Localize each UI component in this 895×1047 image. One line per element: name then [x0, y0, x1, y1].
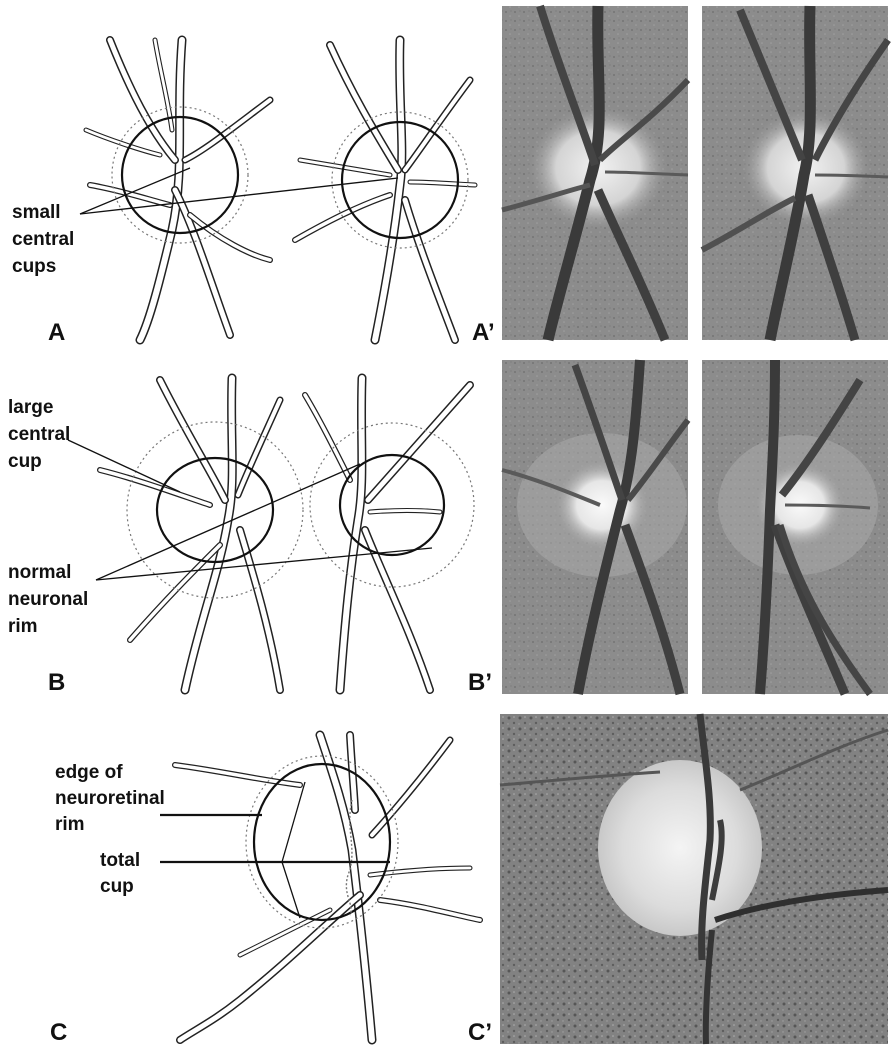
panel-letter-c: C: [50, 1019, 67, 1046]
leader-total-cup-lower: [282, 862, 300, 918]
label-small-line-1: small: [12, 202, 61, 223]
panel-a-drawing-left: [86, 40, 270, 340]
leader-large-cup: [68, 440, 180, 492]
photo-b-right: [702, 360, 888, 694]
label-large-line-2: central: [8, 424, 70, 445]
label-large-central-cup: large central cup: [8, 397, 180, 492]
panel-letter-b-prime: B’: [468, 669, 492, 696]
panel-letter-a-prime: A’: [472, 319, 495, 346]
leader-total-cup-upper: [282, 782, 305, 862]
photo-b-left: [502, 360, 688, 694]
label-large-line-3: cup: [8, 451, 42, 472]
label-edge-line-1: edge of: [55, 762, 123, 783]
label-rim-line-2: neuronal: [8, 589, 88, 610]
label-rim-line-3: rim: [8, 616, 38, 637]
panel-letter-b: B: [48, 669, 65, 696]
label-total-line-2: cup: [100, 876, 134, 897]
photo-c: [500, 714, 888, 1044]
panel-a-drawing-right: [295, 40, 475, 340]
photo-a-right: [702, 6, 888, 340]
disc-outline-c: [254, 764, 390, 920]
label-total-line-1: total: [100, 850, 140, 871]
panel-letter-a: A: [48, 319, 65, 346]
panel-c-drawing: [175, 735, 480, 1040]
vessels-c: [175, 735, 480, 1040]
panel-b-drawing-right: [305, 378, 474, 690]
panel-letter-c-prime: C’: [468, 1019, 492, 1046]
vessels-b-left: [100, 378, 280, 690]
label-rim-line-1: normal: [8, 562, 71, 583]
label-small-line-2: central: [12, 229, 74, 250]
label-small-line-3: cups: [12, 256, 56, 277]
vessels-a-right: [295, 40, 475, 340]
label-edge-line-3: rim: [55, 814, 85, 835]
label-large-line-1: large: [8, 397, 53, 418]
photo-a-left: [502, 6, 688, 340]
label-edge-line-2: neuroretinal: [55, 788, 165, 809]
vessels-a-left: [86, 40, 270, 340]
vessels-b-right: [305, 378, 470, 690]
